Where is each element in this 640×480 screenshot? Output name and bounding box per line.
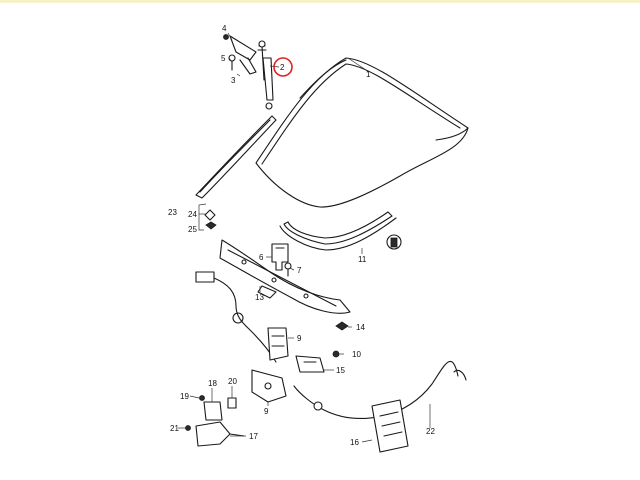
hood-lock-lower[interactable] bbox=[251, 369, 287, 403]
bolt-10[interactable] bbox=[332, 350, 340, 358]
callout-7: 7 bbox=[297, 266, 302, 275]
callout-9-upper: 9 bbox=[297, 334, 302, 343]
callout-9-lower: 9 bbox=[264, 407, 269, 416]
top-accent-bar bbox=[0, 0, 640, 3]
callout-20: 20 bbox=[228, 377, 237, 386]
callout-16: 16 bbox=[350, 438, 359, 447]
callout-1: 1 bbox=[366, 70, 371, 79]
callout-25: 25 bbox=[188, 225, 197, 234]
leader-lines bbox=[178, 32, 431, 443]
bracket-15[interactable] bbox=[295, 355, 325, 373]
hood-panel[interactable] bbox=[255, 57, 469, 208]
bolt-7[interactable] bbox=[284, 262, 292, 277]
callout-14: 14 bbox=[356, 323, 365, 332]
callout-23: 23 bbox=[168, 208, 177, 217]
bolt-21[interactable] bbox=[185, 425, 191, 431]
highlight-circle-2 bbox=[273, 57, 293, 77]
callout-19: 19 bbox=[180, 392, 189, 401]
clip-25[interactable] bbox=[205, 221, 217, 230]
bracket-18[interactable] bbox=[203, 401, 223, 421]
clip-24[interactable] bbox=[204, 209, 216, 221]
bracket-6[interactable] bbox=[271, 243, 289, 271]
callout-17: 17 bbox=[249, 432, 258, 441]
callout-3: 3 bbox=[231, 76, 236, 85]
seal-clip[interactable] bbox=[386, 234, 402, 250]
callout-10: 10 bbox=[352, 350, 361, 359]
hood-seal[interactable] bbox=[279, 211, 397, 251]
callout-18: 18 bbox=[208, 379, 217, 388]
callout-22: 22 bbox=[426, 427, 435, 436]
hood-release-handle[interactable] bbox=[371, 399, 409, 453]
callout-6: 6 bbox=[259, 253, 264, 262]
callout-2[interactable]: 2 bbox=[280, 63, 285, 72]
callout-4: 4 bbox=[222, 24, 227, 33]
lower-lock-assembly[interactable] bbox=[195, 421, 245, 447]
bolt-19[interactable] bbox=[199, 395, 205, 401]
callout-21: 21 bbox=[170, 424, 179, 433]
hood-gas-strut[interactable] bbox=[257, 40, 274, 110]
clip-14[interactable] bbox=[335, 321, 349, 331]
clip-20[interactable] bbox=[227, 397, 237, 409]
hood-latch-support-panel[interactable] bbox=[219, 239, 351, 314]
callout-5: 5 bbox=[221, 54, 226, 63]
hood-lock-upper[interactable] bbox=[267, 327, 289, 361]
callout-24: 24 bbox=[188, 210, 197, 219]
hood-switch-harness[interactable] bbox=[195, 271, 277, 363]
strut-upper-bracket[interactable] bbox=[223, 34, 257, 75]
callout-15: 15 bbox=[336, 366, 345, 375]
callout-11: 11 bbox=[358, 255, 367, 264]
hood-weatherstrip[interactable] bbox=[195, 115, 277, 199]
callout-labels: 1 2 3 4 5 6 7 9 9 10 11 13 14 15 16 17 1… bbox=[168, 24, 435, 447]
callout-13: 13 bbox=[255, 293, 264, 302]
